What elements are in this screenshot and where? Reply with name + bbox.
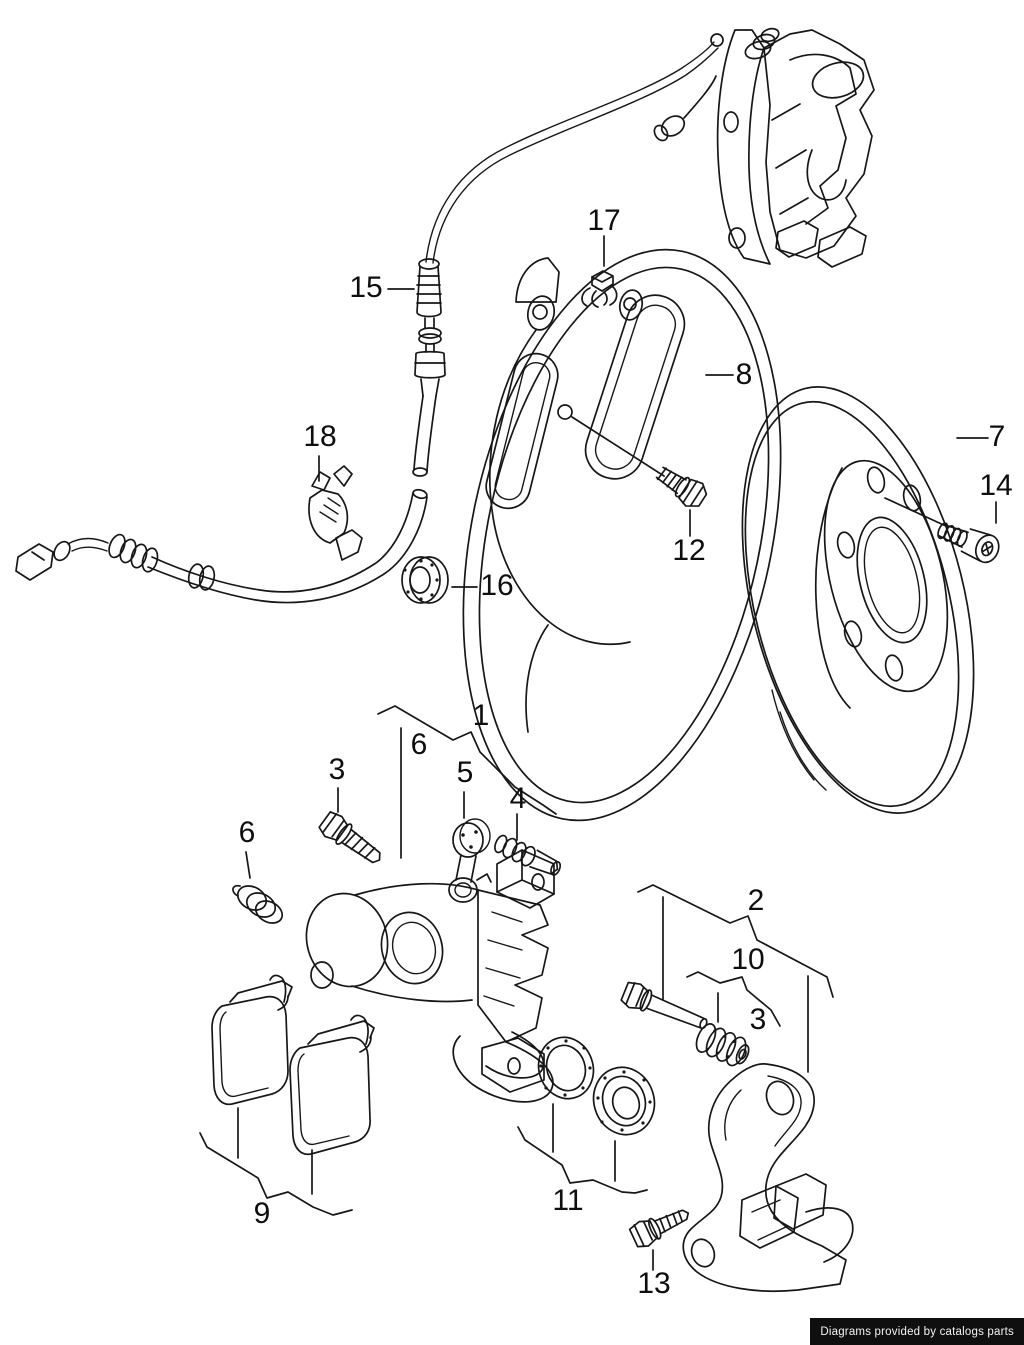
parking-brake-cable bbox=[15, 33, 724, 604]
leader-lines bbox=[199, 235, 997, 1271]
callout-8: 8 bbox=[735, 358, 753, 391]
cable-bracket-clip bbox=[308, 465, 363, 561]
provider-badge: Diagrams provided by catalogs parts bbox=[810, 1318, 1024, 1345]
callout-3-left: 3 bbox=[328, 753, 346, 786]
provider-badge-text: Diagrams provided by catalogs parts bbox=[820, 1325, 1014, 1338]
guide-pin-bushing bbox=[695, 1023, 750, 1067]
cable-grommet bbox=[401, 556, 449, 604]
shield-bolt bbox=[655, 466, 708, 507]
splash-shield bbox=[462, 248, 782, 822]
guide-pin-bolt bbox=[620, 981, 708, 1030]
callout-7: 7 bbox=[988, 420, 1006, 453]
callout-11: 11 bbox=[552, 1184, 584, 1217]
piston-dust-boot bbox=[592, 1066, 656, 1136]
callout-12: 12 bbox=[672, 534, 706, 567]
callout-5: 5 bbox=[456, 756, 474, 789]
callout-6-lower: 6 bbox=[238, 816, 256, 849]
callout-9: 9 bbox=[253, 1197, 271, 1230]
adjuster-lever bbox=[448, 818, 492, 903]
piston-seal-ring bbox=[537, 1036, 595, 1100]
callout-13: 13 bbox=[637, 1267, 671, 1300]
callout-15: 15 bbox=[349, 271, 383, 304]
callout-2: 2 bbox=[747, 884, 765, 917]
brake-pad-inner bbox=[211, 974, 293, 1106]
callout-10: 10 bbox=[731, 943, 765, 976]
callout-16: 16 bbox=[480, 569, 514, 602]
carrier-bolt bbox=[628, 1209, 690, 1248]
callout-17: 17 bbox=[587, 204, 621, 237]
callout-3-right: 3 bbox=[749, 1003, 767, 1036]
callout-1: 1 bbox=[472, 699, 490, 732]
pad-spring bbox=[232, 884, 284, 924]
retaining-clip bbox=[581, 270, 618, 308]
assembled-caliper bbox=[653, 27, 875, 268]
brake-disc bbox=[741, 386, 975, 814]
disc-screw bbox=[937, 522, 1000, 564]
caliper-carrier bbox=[682, 1063, 854, 1293]
callout-18: 18 bbox=[303, 420, 337, 453]
guide-stud bbox=[494, 834, 562, 876]
callout-14: 14 bbox=[979, 469, 1013, 502]
caliper-housing bbox=[305, 849, 555, 1103]
housing-bolt bbox=[318, 811, 381, 864]
brake-pad-outer bbox=[289, 1014, 375, 1156]
callout-4: 4 bbox=[509, 782, 527, 815]
callout-6-upper: 6 bbox=[410, 728, 428, 761]
